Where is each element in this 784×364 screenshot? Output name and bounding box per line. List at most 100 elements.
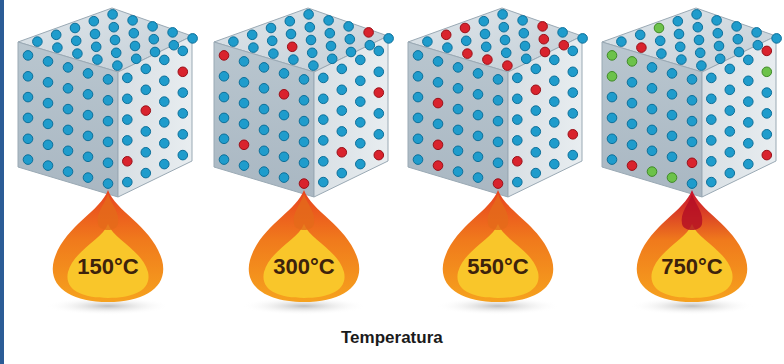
atom-dot [744, 97, 754, 107]
atom-dot [239, 78, 249, 88]
atom-dot [53, 43, 63, 53]
atom-dot [518, 16, 528, 26]
atom-dot [43, 57, 53, 67]
atom-dot [627, 161, 637, 171]
atom-dot [762, 150, 772, 160]
atom-dot [178, 67, 188, 77]
atom-dot [337, 85, 347, 95]
atom-dot [269, 49, 279, 59]
atom-dot [550, 76, 560, 86]
atom-dot [453, 125, 463, 135]
atom-dot [299, 179, 309, 189]
atom-dot [453, 104, 463, 114]
flame: 750°C [630, 190, 754, 302]
flame-shape [46, 190, 170, 302]
atom-dot [23, 113, 33, 123]
flame-outer [443, 190, 553, 302]
atom-dot [160, 159, 170, 169]
atom-dot [637, 43, 647, 53]
atom-dot [109, 22, 119, 32]
temperature-value: 750°C [630, 254, 754, 280]
atom-dot [239, 119, 249, 129]
atom-dot [111, 48, 121, 58]
atom-dot [714, 41, 724, 51]
atom-dot [647, 146, 657, 156]
cube-top [602, 8, 776, 72]
cube [602, 8, 781, 197]
atom-dot [607, 113, 617, 123]
atom-dot [697, 61, 707, 71]
atom-dot [513, 177, 523, 187]
atom-dot [337, 168, 347, 178]
atom-dot [647, 84, 657, 94]
atom-dot [667, 90, 677, 100]
atom-dot [635, 30, 645, 40]
atom-dot [627, 98, 637, 108]
atom-dot [123, 136, 133, 146]
atom-dot [473, 90, 483, 100]
atom-dot [374, 88, 384, 98]
atom-dot [578, 34, 588, 44]
atom-dot [279, 90, 289, 100]
flame-tip [294, 194, 315, 230]
atom-dot [762, 67, 772, 77]
atom-dot [249, 43, 259, 53]
atom-dot [707, 136, 717, 146]
atom-dot [725, 85, 735, 95]
atom-dot [657, 49, 667, 59]
atom-dot [744, 118, 754, 128]
atom-dot [93, 55, 103, 65]
atom-dot [83, 69, 93, 79]
atom-dot [500, 35, 510, 45]
flame: 300°C [242, 190, 366, 302]
atom-dot [413, 113, 423, 123]
atom-dot [23, 92, 33, 102]
atom-dot [169, 40, 179, 50]
atom-dot [70, 23, 80, 33]
atom-dot [674, 29, 684, 39]
atom-dot [83, 110, 93, 120]
atom-dot [259, 146, 269, 156]
atom-dot [441, 30, 451, 40]
atom-dot [513, 115, 523, 125]
atom-dot [149, 34, 159, 44]
atom-dot [498, 10, 508, 20]
atom-dot [128, 16, 138, 26]
atom-dot [345, 34, 355, 44]
atom-dot [83, 173, 93, 183]
atom-dot [239, 161, 249, 171]
atom-dot [279, 173, 289, 183]
atom-dot [306, 35, 316, 45]
atom-dot [346, 47, 356, 57]
atom-dot [141, 148, 151, 158]
atom-dot [693, 22, 703, 32]
atom-dot [627, 78, 637, 88]
atom-dot [725, 168, 735, 178]
atom-dot [324, 16, 334, 26]
atom-dot [479, 16, 489, 26]
atom-dot [289, 55, 299, 65]
cube-left [408, 42, 508, 197]
atom-dot [103, 75, 113, 85]
atom-dot [374, 150, 384, 160]
atom-dot [219, 155, 229, 165]
atom-dot [239, 140, 249, 150]
atom-dot [433, 78, 443, 88]
atom-dot [356, 159, 366, 169]
flame-outer [637, 190, 747, 302]
atom-dot [364, 28, 374, 38]
atom-dot [326, 41, 336, 51]
atom-dot [286, 29, 296, 39]
atom-dot [473, 152, 483, 162]
atom-dot [493, 158, 503, 168]
atom-dot [460, 23, 470, 33]
atom-dot [568, 130, 578, 140]
cube-right [508, 36, 582, 197]
atom-dot [285, 16, 295, 26]
atom-dot [667, 131, 677, 141]
atom-dot [673, 16, 683, 26]
atom-dot [519, 28, 529, 38]
atom-dot [23, 51, 33, 61]
atom-dot [607, 155, 617, 165]
